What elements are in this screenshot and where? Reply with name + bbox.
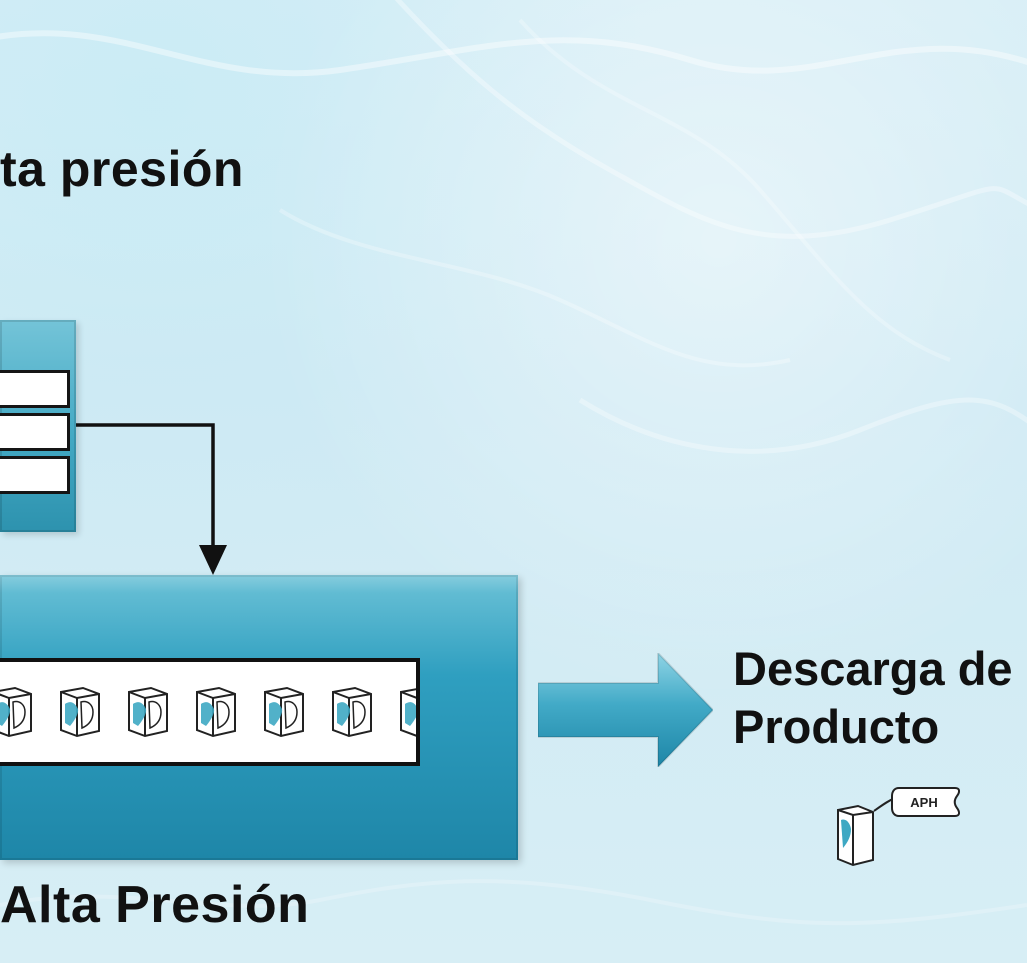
package-icon xyxy=(128,686,168,738)
top-title-fragment: ta presión xyxy=(0,141,244,197)
feed-slot xyxy=(0,413,70,451)
package-icon xyxy=(400,688,416,737)
feed-slots xyxy=(0,370,70,494)
package-icon xyxy=(60,686,100,738)
discharge-line-2: Producto xyxy=(733,700,940,753)
output-arrow xyxy=(538,653,713,767)
product-discharge-label: Descarga de Producto xyxy=(733,640,1027,756)
bottom-title-fragment: Alta Presión xyxy=(0,876,310,934)
aph-package-icon: APH xyxy=(837,787,961,867)
package-icon xyxy=(0,686,32,738)
feed-vessel xyxy=(0,320,76,532)
feed-slot xyxy=(0,456,70,494)
high-pressure-chamber xyxy=(0,575,518,860)
feed-slot xyxy=(0,370,70,408)
package-icon xyxy=(264,686,304,738)
aph-tag-label: APH xyxy=(910,795,937,810)
package-icon xyxy=(332,686,372,738)
discharge-line-1: Descarga de xyxy=(733,642,1013,695)
package-row xyxy=(0,682,416,742)
package-icon xyxy=(196,686,236,738)
pressure-vessel xyxy=(0,658,420,766)
